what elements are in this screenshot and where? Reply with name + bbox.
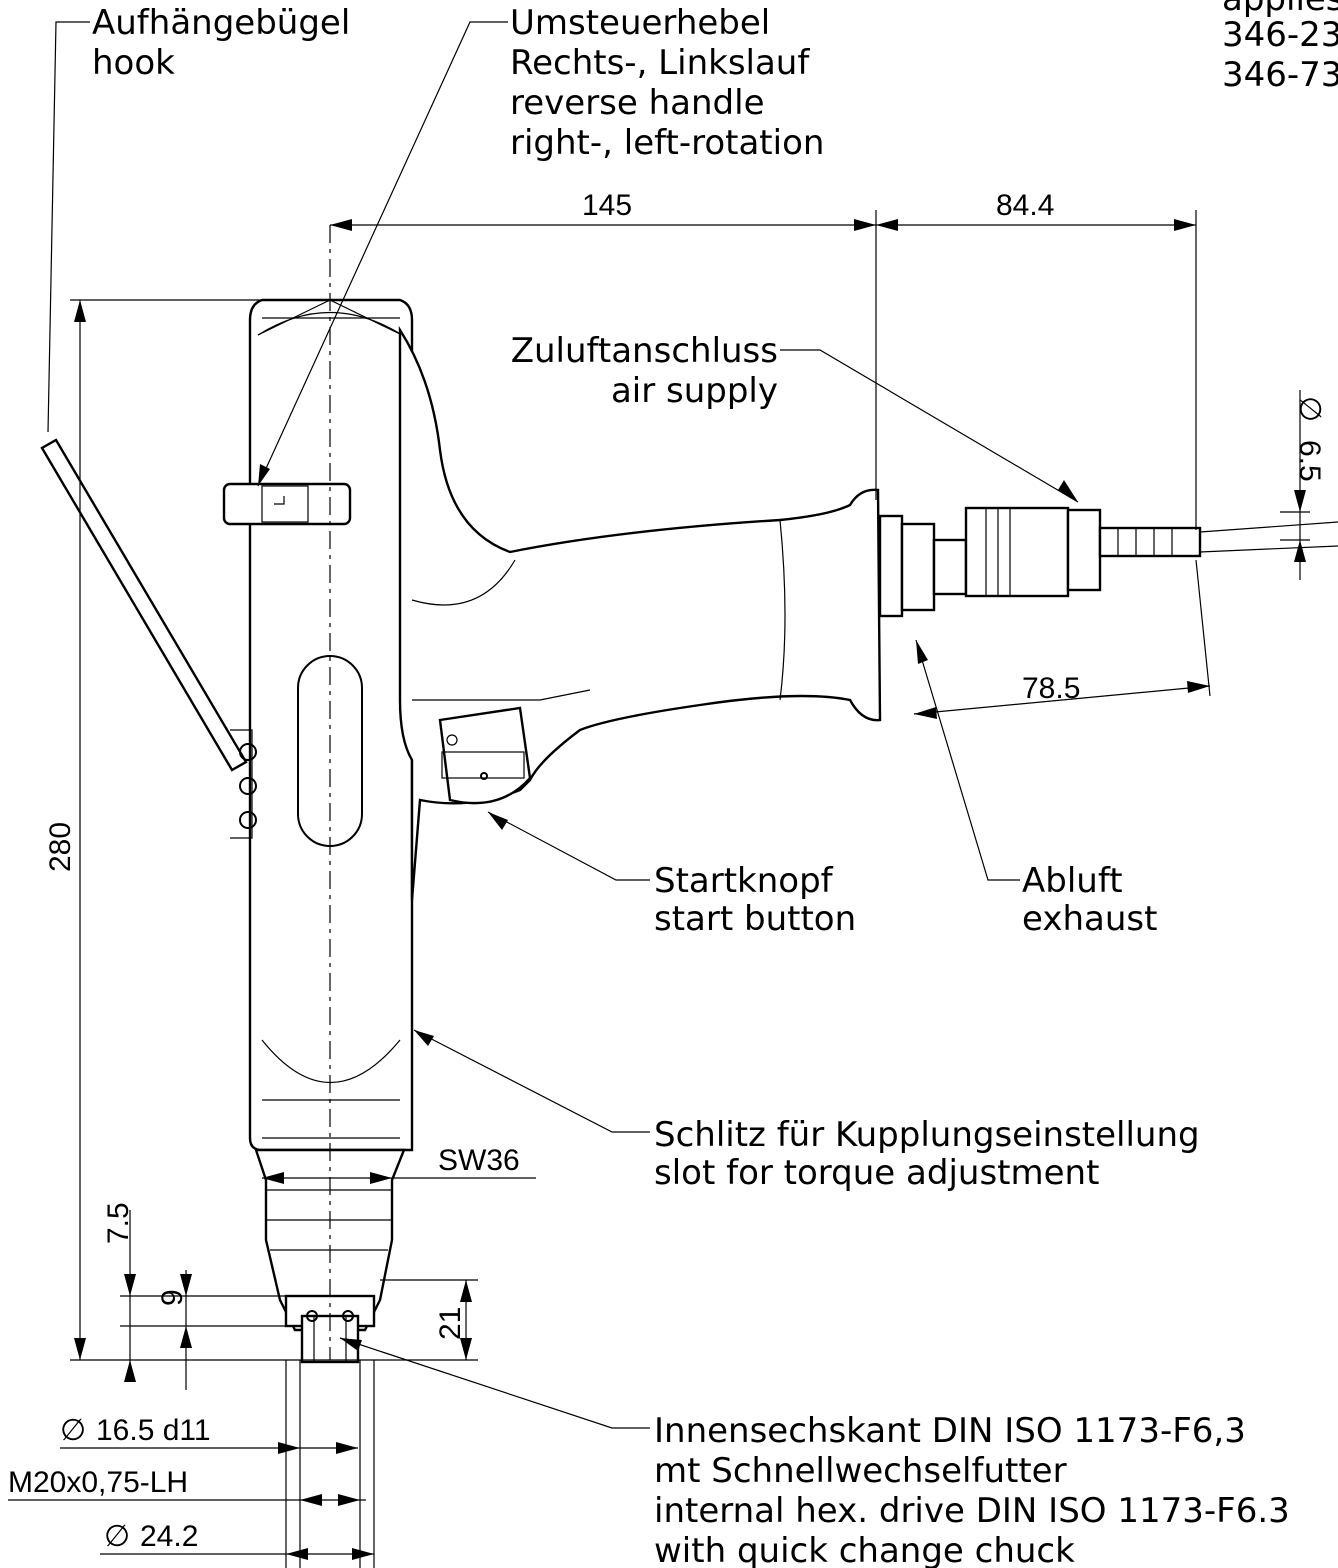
slot-label-en: slot for torque adjustment [654, 1153, 1099, 1193]
reverse-label-2: Rechts-, Linkslauf [510, 43, 810, 83]
dia-symbol-16-5: ∅ [60, 1414, 86, 1447]
dim-145: 145 [582, 189, 632, 222]
dim-sw36: SW36 [438, 1144, 520, 1177]
callout-torque-slot: Schlitz für Kupplungseinstellung slot fo… [654, 1115, 1200, 1193]
start-label-de: Startknopf [654, 861, 834, 901]
dim-84-4: 84.4 [996, 189, 1054, 222]
corner-note-line-2: 346-23 [1222, 15, 1338, 55]
corner-note-line-3: 346-73 [1222, 55, 1338, 95]
dim-6-5: 6.5 [1293, 440, 1326, 482]
exhaust-label-de: Abluft [1022, 861, 1123, 901]
hook [40, 438, 257, 839]
start-label-en: start button [654, 899, 856, 939]
callout-hook: Aufhängebügel hook [92, 3, 350, 83]
air-fitting [878, 506, 1338, 618]
dim-280: 280 [44, 822, 77, 872]
start-button [438, 706, 532, 805]
dim-thread: M20x0,75-LH [8, 1466, 188, 1499]
dim-16-5-d11: 16.5 d11 [96, 1414, 211, 1447]
dim-24-2: 24.2 [140, 1520, 198, 1553]
exhaust-label-en: exhaust [1022, 899, 1157, 939]
dia-symbol-24-2: ∅ [104, 1520, 130, 1553]
hex-label-4: with quick change chuck [654, 1531, 1075, 1568]
callout-hex-drive: Innensechskant DIN ISO 1173-F6,3 mt Schn… [654, 1411, 1290, 1568]
reverse-label-3: reverse handle [510, 83, 765, 123]
dim-9: 9 [156, 1289, 189, 1306]
pistol-grip [398, 325, 882, 901]
callout-start-button: Startknopf start button [654, 861, 856, 939]
leader-lines [47, 21, 1079, 1429]
dim-7-5: 7.5 [102, 1202, 135, 1244]
dimension-lines: 145 84.4 6.5 ∅ 78.5 280 SW36 7.5 9 [8, 189, 1326, 1568]
air-label-de: Zuluftanschluss [511, 331, 778, 371]
screwdriver-body [40, 225, 1338, 1364]
hex-label-1: Innensechskant DIN ISO 1173-F6,3 [654, 1411, 1246, 1451]
hex-label-3: internal hex. drive DIN ISO 1173-F6.3 [654, 1491, 1290, 1531]
slot-label-de: Schlitz für Kupplungseinstellung [654, 1115, 1200, 1155]
callout-exhaust: Abluft exhaust [1022, 861, 1157, 939]
dim-78-5: 78.5 [1022, 672, 1080, 705]
hex-label-2: mt Schnellwechselfutter [654, 1451, 1067, 1491]
housing-outline [248, 298, 414, 1152]
dia-symbol-6-5: ∅ [1293, 396, 1326, 422]
dim-21: 21 [434, 1307, 467, 1340]
corner-note-line-1: applies [1222, 0, 1338, 19]
air-label-en: air supply [611, 371, 778, 411]
reverse-label-1: Umsteuerhebel [510, 3, 770, 43]
corner-note: applies 346-23 346-73 [1222, 0, 1338, 95]
callout-reverse-handle: Umsteuerhebel Rechts-, Linkslauf reverse… [510, 3, 824, 163]
callout-air-supply: Zuluftanschluss air supply [511, 331, 778, 411]
hook-label-en: hook [92, 43, 175, 83]
reverse-label-4: right-, left-rotation [510, 123, 824, 163]
hook-label-de: Aufhängebügel [92, 3, 350, 43]
reverse-lever [222, 482, 352, 526]
